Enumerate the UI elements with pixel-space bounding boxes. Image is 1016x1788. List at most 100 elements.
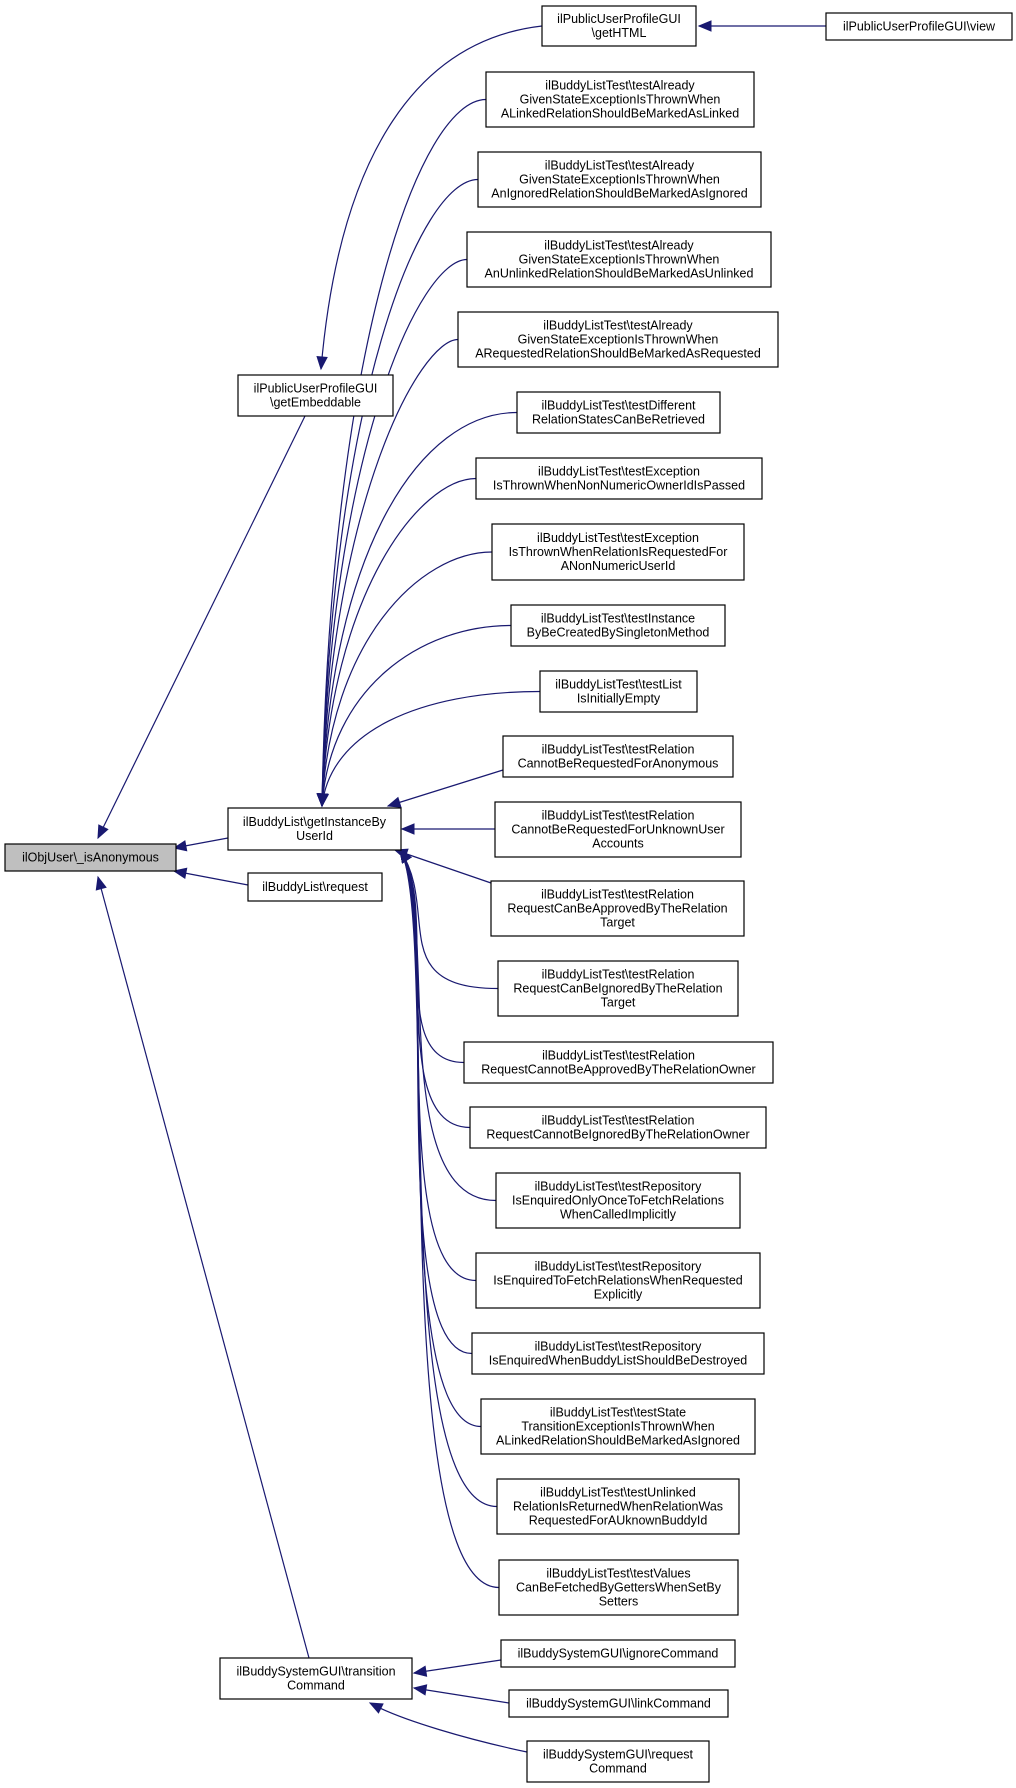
node-root[interactable]: ilObjUser\_isAnonymous bbox=[4, 843, 177, 872]
node-label-line: ALinkedRelationShouldBeMarkedAsIgnored bbox=[496, 1434, 740, 1448]
node-label-line: ilBuddyListTest\testRelation bbox=[542, 1049, 695, 1063]
node-box bbox=[247, 872, 383, 902]
node-label-line: \getEmbeddable bbox=[270, 396, 361, 410]
edge-t13-to-buddy_get bbox=[399, 849, 499, 990]
node-label-line: ilBuddyList\getInstanceBy bbox=[243, 815, 387, 829]
node-label-line: ilBuddyListTest\testRelation bbox=[542, 1114, 695, 1128]
node-label-line: RequestedForAUknownBuddyId bbox=[529, 1514, 708, 1528]
node-label-line: Explicitly bbox=[594, 1288, 643, 1302]
node-box bbox=[466, 231, 772, 288]
edges-layer bbox=[95, 20, 826, 1753]
edge-t4-to-buddy_get bbox=[321, 338, 459, 807]
node-t21[interactable]: ilBuddyListTest\testValuesCanBeFetchedBy… bbox=[498, 1559, 739, 1616]
node-label-line: Target bbox=[600, 916, 635, 930]
node-label-line: GivenStateExceptionIsThrownWhen bbox=[518, 333, 719, 347]
node-t13[interactable]: ilBuddyListTest\testRelationRequestCanBe… bbox=[497, 960, 739, 1017]
edge-t2-to-buddy_get bbox=[321, 178, 479, 807]
node-t15[interactable]: ilBuddyListTest\testRelationRequestCanno… bbox=[469, 1106, 767, 1149]
edge-t21-to-buddy_get-arrow bbox=[399, 848, 412, 864]
node-t20[interactable]: ilBuddyListTest\testUnlinkedRelationIsRe… bbox=[496, 1478, 740, 1535]
node-label-line: IsThrownWhenRelationIsRequestedFor bbox=[509, 545, 728, 559]
edge-bs_link-to-bs_trans-arrow bbox=[412, 1684, 428, 1696]
node-box bbox=[237, 374, 394, 417]
node-box bbox=[541, 5, 697, 47]
node-label-line: Target bbox=[601, 996, 636, 1010]
node-bs_link[interactable]: ilBuddySystemGUI\linkCommand bbox=[508, 1689, 729, 1718]
node-label-line: RequestCanBeIgnoredByTheRelation bbox=[513, 982, 722, 996]
edge-bs_ignore-to-bs_trans-arrow bbox=[412, 1665, 428, 1677]
node-box bbox=[516, 391, 721, 434]
edge-bs_link-to-bs_trans bbox=[413, 1687, 510, 1704]
node-label-line: ilBuddyListTest\testRelation bbox=[542, 809, 695, 823]
node-t19[interactable]: ilBuddyListTest\testStateTransitionExcep… bbox=[480, 1398, 756, 1455]
node-label-line: GivenStateExceptionIsThrownWhen bbox=[519, 253, 720, 267]
node-t4[interactable]: ilBuddyListTest\testAlreadyGivenStateExc… bbox=[457, 311, 779, 368]
node-t7[interactable]: ilBuddyListTest\testExceptionIsThrownWhe… bbox=[491, 523, 745, 581]
node-t8[interactable]: ilBuddyListTest\testInstanceByBeCreatedB… bbox=[510, 604, 726, 647]
node-label-line: AnIgnoredRelationShouldBeMarkedAsIgnored bbox=[491, 187, 747, 201]
node-profile_html[interactable]: ilPublicUserProfileGUI\getHTML bbox=[541, 5, 697, 47]
node-box bbox=[477, 151, 762, 208]
edge-profile_embed-to-root-arrow bbox=[97, 824, 109, 840]
node-label-line: Setters bbox=[599, 1595, 639, 1609]
node-t5[interactable]: ilBuddyListTest\testDifferentRelationSta… bbox=[516, 391, 721, 434]
node-t12[interactable]: ilBuddyListTest\testRelationRequestCanBe… bbox=[490, 880, 745, 937]
node-t10[interactable]: ilBuddyListTest\testRelationCannotBeRequ… bbox=[502, 735, 734, 778]
edge-t16-to-buddy_get bbox=[399, 849, 497, 1202]
node-box bbox=[496, 1478, 740, 1535]
node-t1[interactable]: ilBuddyListTest\testAlreadyGivenStateExc… bbox=[485, 71, 755, 128]
nodes-layer: ilObjUser\_isAnonymous ilPublicUserProfil… bbox=[4, 5, 1013, 1783]
node-buddy_request[interactable]: ilBuddyList\request bbox=[247, 872, 383, 902]
node-t16[interactable]: ilBuddyListTest\testRepositoryIsEnquired… bbox=[495, 1172, 741, 1229]
node-label-line: ALinkedRelationShouldBeMarkedAsLinked bbox=[501, 107, 739, 121]
edge-t6-to-buddy_get bbox=[321, 477, 477, 807]
edge-buddy_request-to-root bbox=[173, 870, 249, 886]
edge-t21-to-buddy_get bbox=[399, 849, 500, 1589]
edge-bs_trans-to-root-arrow bbox=[95, 875, 107, 891]
node-label-line: ilPublicUserProfileGUI\view bbox=[843, 20, 996, 34]
edge-t9-to-buddy_get-arrow bbox=[317, 792, 330, 808]
node-label-line: RequestCanBeApprovedByTheRelation bbox=[507, 902, 727, 916]
node-label-line: ilBuddyListTest\testAlready bbox=[544, 239, 694, 253]
node-label-line: ilBuddySystemGUI\linkCommand bbox=[526, 1697, 711, 1711]
node-t17[interactable]: ilBuddyListTest\testRepositoryIsEnquired… bbox=[475, 1252, 761, 1309]
node-profile_embed[interactable]: ilPublicUserProfileGUI\getEmbeddable bbox=[237, 374, 394, 417]
node-box bbox=[498, 1559, 739, 1616]
node-label-line: ilBuddyListTest\testRelation bbox=[542, 968, 695, 982]
node-label-line: CannotBeRequestedForUnknownUser bbox=[511, 823, 724, 837]
node-label-line: ilBuddySystemGUI\ignoreCommand bbox=[518, 1647, 719, 1661]
edge-t9-to-buddy_get bbox=[321, 690, 541, 807]
node-t11[interactable]: ilBuddyListTest\testRelationCannotBeRequ… bbox=[494, 801, 742, 858]
node-label-line: ilBuddyListTest\testException bbox=[537, 531, 699, 545]
node-label-line: ilBuddyListTest\testDifferent bbox=[541, 399, 696, 413]
node-t18[interactable]: ilBuddyListTest\testRepositoryIsEnquired… bbox=[471, 1332, 765, 1375]
node-label-line: ilBuddyListTest\testUnlinked bbox=[540, 1486, 696, 1500]
node-box bbox=[219, 1657, 413, 1700]
node-t6[interactable]: ilBuddyListTest\testExceptionIsThrownWhe… bbox=[475, 457, 763, 500]
node-t2[interactable]: ilBuddyListTest\testAlreadyGivenStateExc… bbox=[477, 151, 762, 208]
node-box bbox=[526, 1740, 710, 1783]
edge-t10-to-buddy_get bbox=[387, 769, 504, 807]
node-label-line: ilBuddyListTest\testRepository bbox=[535, 1340, 702, 1354]
node-box bbox=[475, 457, 763, 500]
node-profile_view[interactable]: ilPublicUserProfileGUI\view bbox=[825, 12, 1013, 41]
edge-t11-to-buddy_get-arrow bbox=[400, 823, 415, 835]
node-label-line: CannotBeRequestedForAnonymous bbox=[518, 757, 719, 771]
node-label-line: WhenCalledImplicitly bbox=[560, 1208, 677, 1222]
node-label-line: CanBeFetchedByGettersWhenSetBy bbox=[516, 1581, 722, 1595]
node-t3[interactable]: ilBuddyListTest\testAlreadyGivenStateExc… bbox=[466, 231, 772, 288]
node-label-line: AnUnlinkedRelationShouldBeMarkedAsUnlink… bbox=[485, 267, 754, 281]
node-bs_ignore[interactable]: ilBuddySystemGUI\ignoreCommand bbox=[500, 1639, 736, 1668]
node-label-line: ilBuddyListTest\testInstance bbox=[541, 612, 695, 626]
node-label-line: RelationIsReturnedWhenRelationWas bbox=[513, 1500, 723, 1514]
node-box bbox=[497, 960, 739, 1017]
node-label-line: ARequestedRelationShouldBeMarkedAsReques… bbox=[475, 347, 761, 361]
edge-bs_request-to-bs_trans bbox=[369, 1702, 528, 1753]
node-label-line: ilBuddyListTest\testException bbox=[538, 465, 700, 479]
node-t14[interactable]: ilBuddyListTest\testRelationRequestCanno… bbox=[463, 1041, 774, 1084]
